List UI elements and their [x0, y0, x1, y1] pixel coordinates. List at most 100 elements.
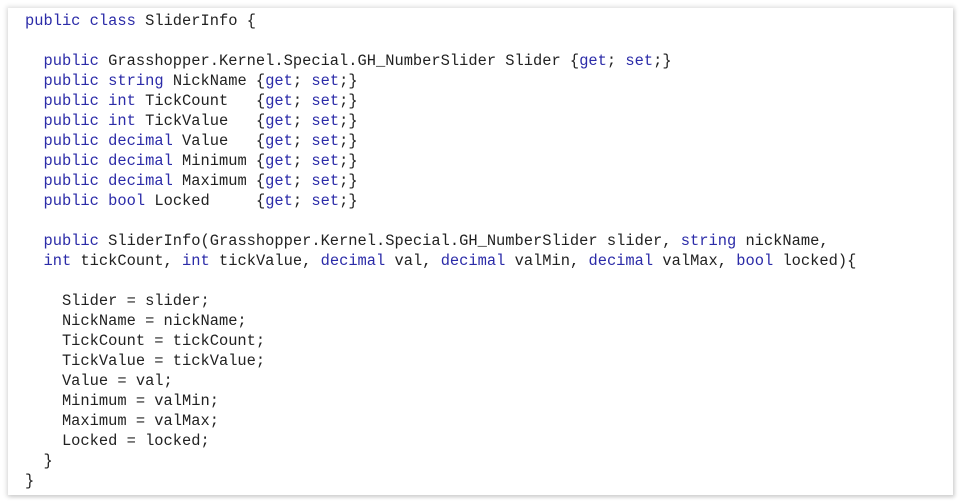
- code-text: [99, 112, 108, 130]
- code-text: ;: [292, 152, 312, 170]
- code-text: val,: [385, 252, 441, 270]
- code-keyword: int: [182, 252, 210, 270]
- code-text: TickValue {: [135, 112, 266, 130]
- code-text: [25, 72, 43, 90]
- code-text: ;: [292, 112, 312, 130]
- code-line: int tickCount, int tickValue, decimal va…: [25, 251, 856, 271]
- code-keyword: int: [43, 252, 72, 270]
- code-line: Maximum = valMax;: [25, 411, 856, 431]
- code-keyword: get: [265, 72, 293, 90]
- code-text: }: [25, 472, 35, 490]
- code-keyword: set: [311, 152, 340, 170]
- code-text: ;: [292, 172, 312, 190]
- code-text: ;: [292, 132, 312, 150]
- code-keyword: class: [89, 12, 136, 30]
- code-text: Maximum {: [172, 172, 266, 190]
- code-line: TickCount = tickCount;: [25, 331, 856, 351]
- code-keyword: set: [311, 72, 340, 90]
- code-keyword: public: [43, 132, 99, 150]
- code-keyword: set: [311, 192, 340, 210]
- code-text: Slider = slider;: [25, 292, 210, 310]
- code-text: NickName {: [163, 72, 266, 90]
- code-text: ;: [292, 92, 312, 110]
- code-text: [25, 112, 43, 130]
- code-text: Grasshopper.Kernel.Special.GH_NumberSlid…: [98, 52, 580, 70]
- code-keyword: public: [43, 192, 99, 210]
- code-text: ;: [606, 52, 626, 70]
- code-keyword: public: [43, 92, 99, 110]
- code-text: [99, 92, 108, 110]
- code-keyword: set: [625, 52, 654, 70]
- code-line: }: [25, 471, 856, 491]
- code-snippet-panel: public class SliderInfo { public Grassho…: [8, 8, 953, 495]
- code-keyword: decimal: [108, 152, 173, 170]
- code-line: TickValue = tickValue;: [25, 351, 856, 371]
- code-text: tickValue,: [209, 252, 321, 270]
- code-text: ;}: [339, 172, 358, 190]
- code-text: SliderInfo(Grasshopper.Kernel.Special.GH…: [98, 232, 681, 250]
- code-text: locked){: [773, 252, 857, 270]
- code-keyword: public: [43, 152, 99, 170]
- code-text: Minimum = valMin;: [25, 392, 219, 410]
- code-keyword: get: [265, 92, 293, 110]
- code-text: valMax,: [653, 252, 737, 270]
- code-keyword: int: [108, 112, 136, 130]
- code-text: Value = val;: [25, 372, 173, 390]
- code-block: public class SliderInfo { public Grassho…: [25, 11, 856, 491]
- code-line: [25, 31, 856, 51]
- code-keyword: string: [680, 232, 737, 250]
- code-keyword: decimal: [108, 172, 173, 190]
- code-line: public class SliderInfo {: [25, 11, 856, 31]
- code-line: public SliderInfo(Grasshopper.Kernel.Spe…: [25, 231, 856, 251]
- code-line: Locked = locked;: [25, 431, 856, 451]
- code-text: NickName = nickName;: [25, 312, 247, 330]
- code-keyword: get: [265, 192, 293, 210]
- code-line: public bool Locked {get; set;}: [25, 191, 856, 211]
- code-text: Locked = locked;: [25, 432, 210, 450]
- code-text: ;}: [339, 72, 358, 90]
- code-keyword: bool: [108, 192, 146, 210]
- code-line: }: [25, 451, 856, 471]
- code-text: tickCount,: [71, 252, 183, 270]
- code-line: public int TickCount {get; set;}: [25, 91, 856, 111]
- code-text: SliderInfo {: [135, 12, 256, 30]
- code-line: public decimal Minimum {get; set;}: [25, 151, 856, 171]
- code-keyword: int: [108, 92, 136, 110]
- code-text: nickName,: [736, 232, 829, 250]
- code-keyword: decimal: [108, 132, 173, 150]
- code-text: ;}: [339, 152, 358, 170]
- code-text: ;: [292, 72, 312, 90]
- code-text: ;}: [339, 112, 358, 130]
- code-keyword: set: [311, 172, 340, 190]
- code-line: Value = val;: [25, 371, 856, 391]
- code-keyword: decimal: [440, 252, 506, 270]
- code-text: ;}: [339, 132, 358, 150]
- code-text: TickValue = tickValue;: [25, 352, 266, 370]
- code-keyword: public: [43, 172, 99, 190]
- code-text: [80, 12, 89, 30]
- code-text: valMin,: [505, 252, 589, 270]
- code-keyword: get: [265, 152, 293, 170]
- code-text: [25, 192, 43, 210]
- code-keyword: set: [311, 132, 340, 150]
- code-line: NickName = nickName;: [25, 311, 856, 331]
- code-text: Value {: [172, 132, 266, 150]
- code-text: [99, 172, 108, 190]
- code-line: [25, 271, 856, 291]
- code-keyword: decimal: [588, 252, 654, 270]
- code-keyword: decimal: [320, 252, 386, 270]
- code-text: TickCount {: [135, 92, 266, 110]
- code-keyword: get: [265, 112, 293, 130]
- code-keyword: public: [43, 72, 99, 90]
- code-text: [99, 132, 108, 150]
- code-text: [25, 152, 43, 170]
- code-line: public string NickName {get; set;}: [25, 71, 856, 91]
- code-keyword: set: [311, 112, 340, 130]
- code-text: [25, 132, 43, 150]
- code-line: Slider = slider;: [25, 291, 856, 311]
- code-text: [25, 232, 43, 250]
- code-keyword: string: [108, 72, 164, 90]
- code-keyword: set: [311, 92, 340, 110]
- code-text: [99, 72, 108, 90]
- code-keyword: public: [43, 112, 99, 130]
